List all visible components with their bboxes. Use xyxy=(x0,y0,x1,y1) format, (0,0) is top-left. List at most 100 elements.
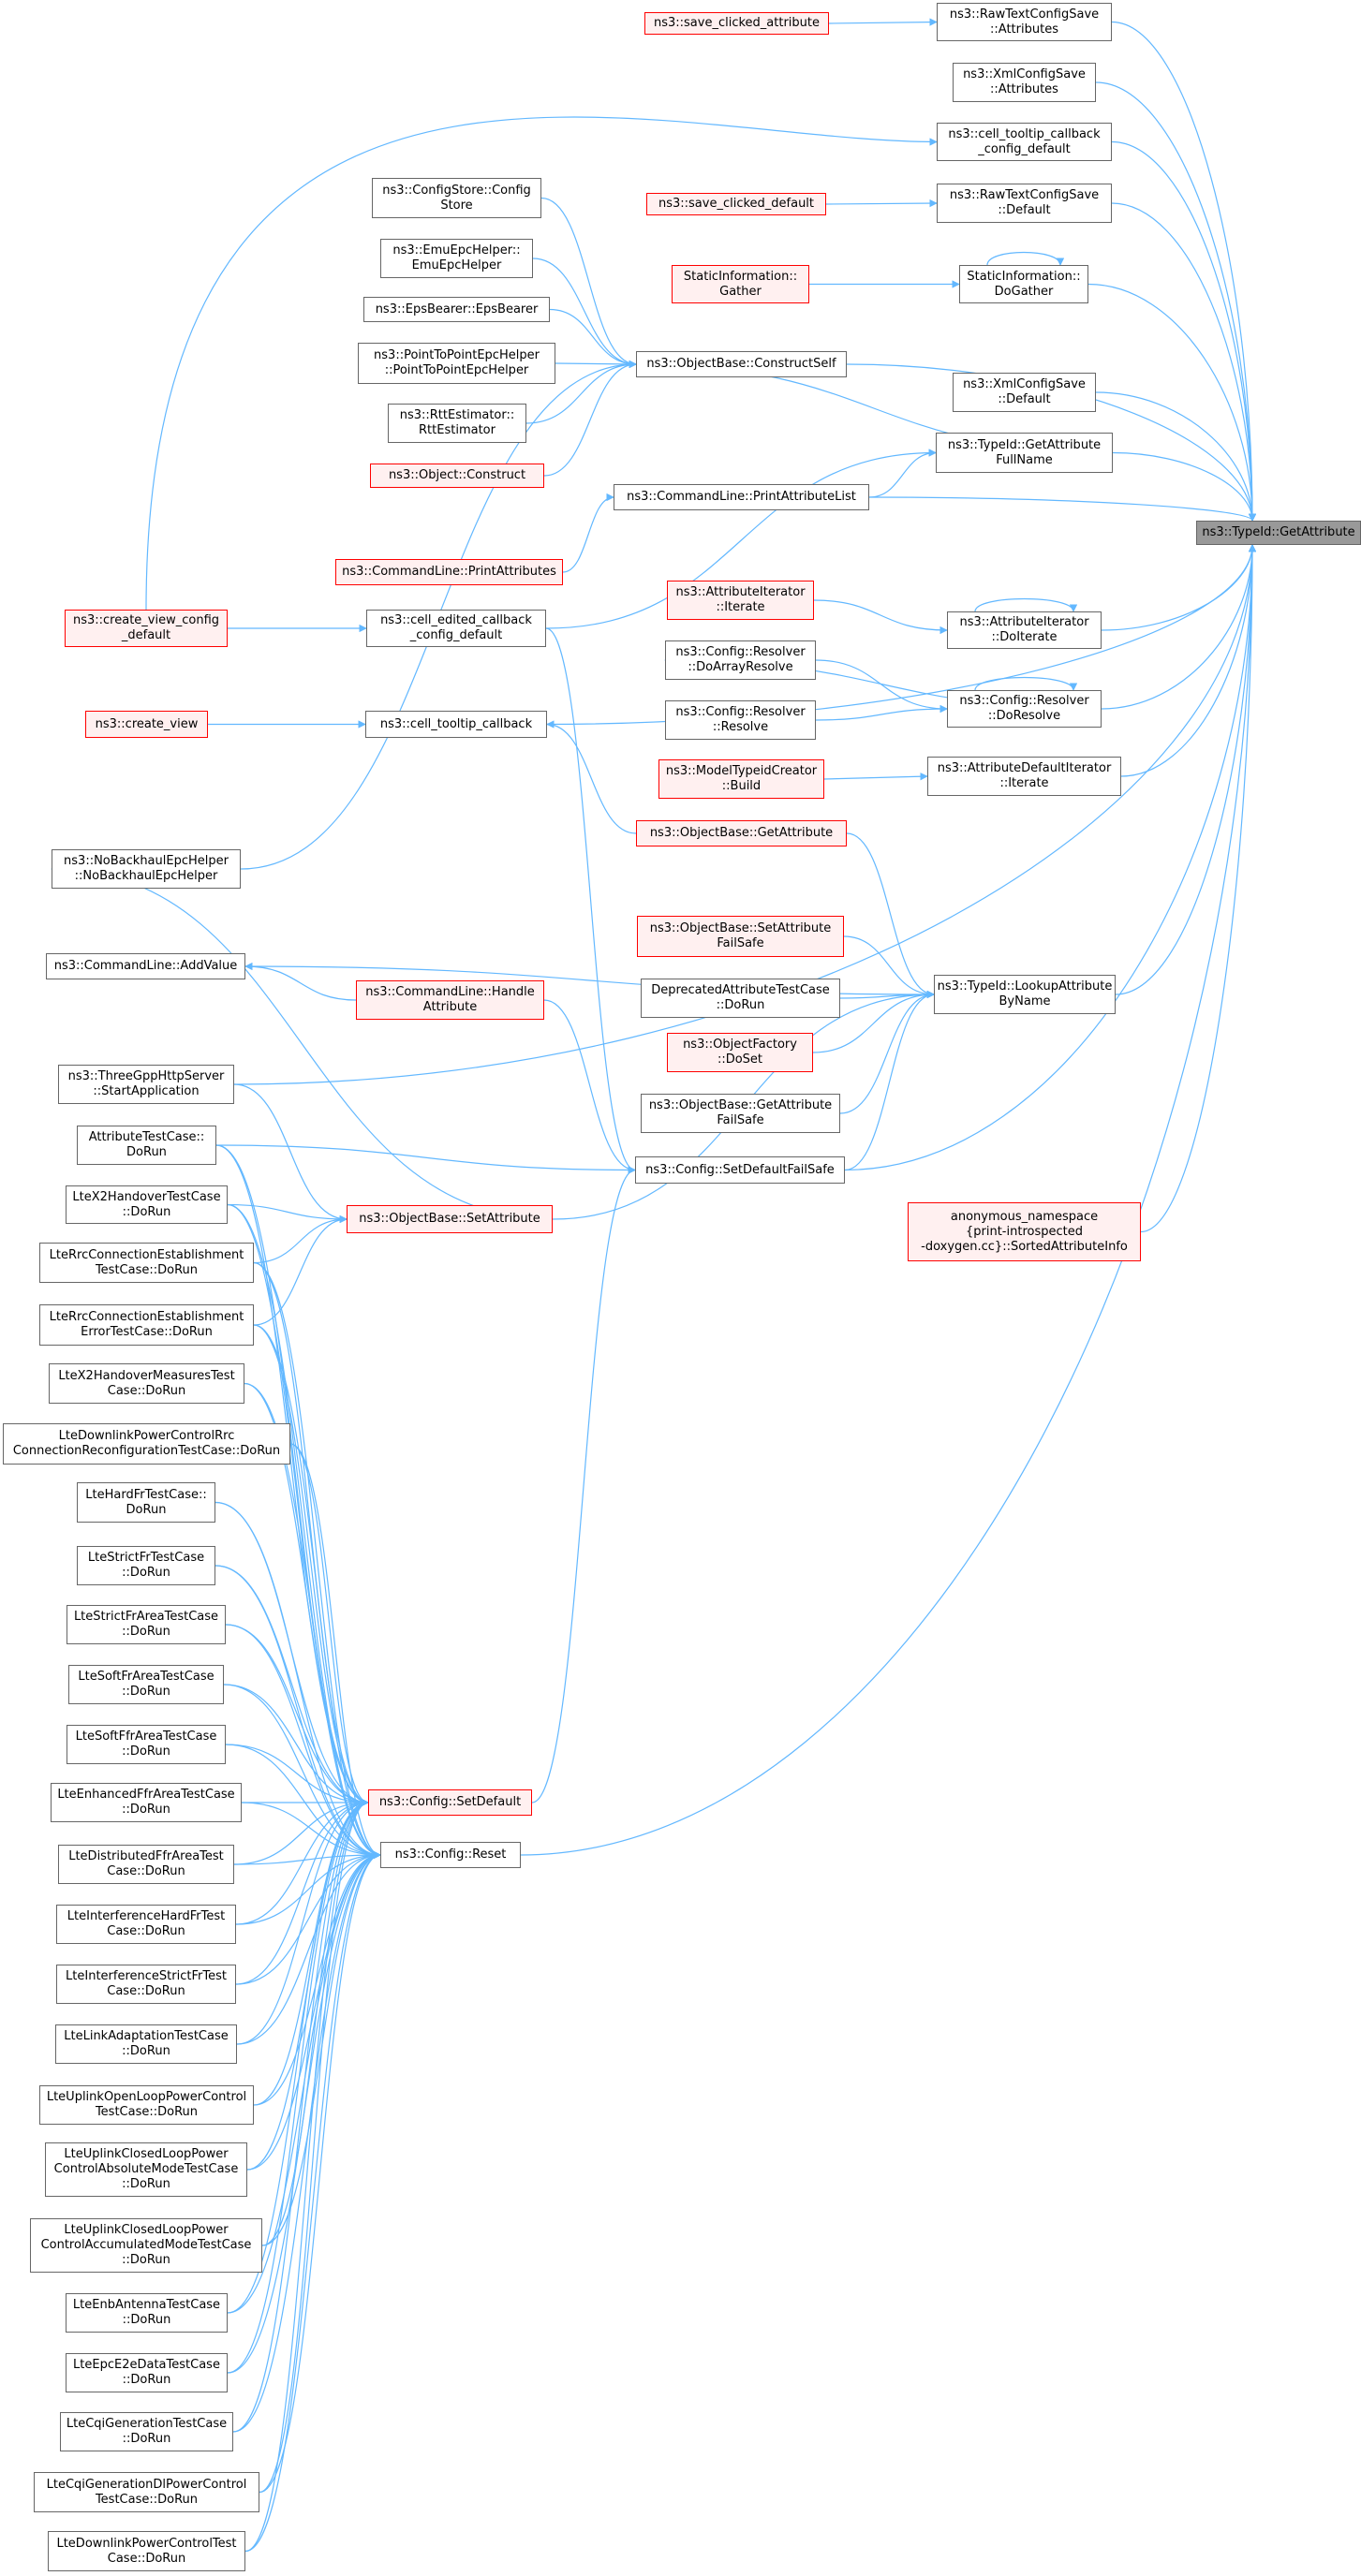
edge-obj_construct-to-construct_self xyxy=(543,360,637,477)
graph-node-attr-iter-iterate[interactable]: ns3::AttributeIterator ::Iterate xyxy=(667,581,814,620)
graph-node-static-gather[interactable]: StaticInformation:: Gather xyxy=(672,265,809,303)
edge-cfg_setdefault-to-set_default_failsafe xyxy=(531,1166,636,1803)
graph-node-print-attr-list[interactable]: ns3::CommandLine::PrintAttributeList xyxy=(614,484,869,510)
graph-node-cell-tooltip[interactable]: ns3::cell_tooltip_callback xyxy=(365,711,547,738)
graph-node-lte-link-adapt[interactable]: LteLinkAdaptationTestCase ::DoRun xyxy=(55,2024,237,2064)
graph-node-obj-factory[interactable]: ns3::ObjectFactory ::DoSet xyxy=(667,1033,813,1072)
graph-node-lte-softffr-area[interactable]: LteSoftFfrAreaTestCase ::DoRun xyxy=(67,1725,226,1764)
graph-node-lte-interf-strictfr[interactable]: LteInterferenceStrictFrTest Case::DoRun xyxy=(56,1965,236,2004)
graph-node-lte-ul-closed-acc[interactable]: LteUplinkClosedLoopPower ControlAccumula… xyxy=(30,2218,262,2273)
graph-node-config-store[interactable]: ns3::ConfigStore::Config Store xyxy=(372,178,541,218)
graph-node-ltex2-measures[interactable]: LteX2HandoverMeasuresTest Case::DoRun xyxy=(49,1363,244,1404)
graph-node-lte-enhancedffr[interactable]: LteEnhancedFfrAreaTestCase ::DoRun xyxy=(51,1783,242,1822)
edge-lookup_by_name-to-root xyxy=(1115,544,1257,995)
edge-lte_rrc_est_err-to-cfg_setdefault xyxy=(253,1324,369,1807)
graph-node-lookup-by-name[interactable]: ns3::TypeId::LookupAttribute ByName xyxy=(934,975,1116,1014)
graph-node-model-typeid[interactable]: ns3::ModelTypeidCreator ::Build xyxy=(658,759,824,799)
graph-node-create-view[interactable]: ns3::create_view xyxy=(85,711,208,738)
edge-cmd_handle_attr-to-set_default_failsafe xyxy=(543,999,636,1174)
graph-node-attr-default-iter[interactable]: ns3::AttributeDefaultIterator ::Iterate xyxy=(927,757,1121,796)
graph-node-ob-getattr-failsafe[interactable]: ns3::ObjectBase::GetAttribute FailSafe xyxy=(641,1094,840,1133)
edge-p2p_epc-to-construct_self xyxy=(555,360,637,369)
edge-lte_distributedffr-to-cfg_reset xyxy=(233,1850,381,1865)
edge-lte_enhancedffr-to-cfg_reset xyxy=(241,1802,381,1860)
graph-node-rtt[interactable]: ns3::RttEstimator:: RttEstimator xyxy=(388,404,526,443)
graph-node-xml-default[interactable]: ns3::XmlConfigSave ::Default xyxy=(953,373,1096,412)
graph-node-deprecated-test[interactable]: DeprecatedAttributeTestCase ::DoRun xyxy=(641,979,840,1018)
edge-lte_rrc_est-to-cfg_setdefault xyxy=(253,1261,369,1807)
edge-attr_default_iter-to-root xyxy=(1120,544,1257,777)
graph-node-print-attrs[interactable]: ns3::CommandLine::PrintAttributes xyxy=(335,559,563,585)
graph-node-ltex2-handover[interactable]: LteX2HandoverTestCase ::DoRun xyxy=(66,1185,228,1224)
graph-node-lte-cqi-gen[interactable]: LteCqiGenerationTestCase ::DoRun xyxy=(60,2412,233,2451)
edge-lte_interf_strictfr-to-cfg_reset xyxy=(235,1850,381,1985)
graph-node-set-default-failsafe[interactable]: ns3::Config::SetDefaultFailSafe xyxy=(635,1156,845,1184)
graph-node-lte-interf-hardfr[interactable]: LteInterferenceHardFrTest Case::DoRun xyxy=(56,1905,236,1944)
graph-node-lte-dl-power-rrc[interactable]: LteDownlinkPowerControlRrc ConnectionRec… xyxy=(3,1423,290,1465)
edge-lte_link_adapt-to-cfg_reset xyxy=(236,1850,381,2045)
graph-node-save-clicked-attr[interactable]: ns3::save_clicked_attribute xyxy=(644,12,829,35)
graph-node-lte-ul-closed-abs[interactable]: LteUplinkClosedLoopPower ControlAbsolute… xyxy=(45,2142,247,2197)
graph-node-xml-attrs[interactable]: ns3::XmlConfigSave ::Attributes xyxy=(953,63,1096,102)
graph-node-lte-rrc-est-err[interactable]: LteRrcConnectionEstablishment ErrorTestC… xyxy=(39,1304,254,1346)
graph-node-lte-epc-e2e[interactable]: LteEpcE2eDataTestCase ::DoRun xyxy=(66,2353,228,2392)
edge-cfg_doresolve-to-root xyxy=(1101,544,1257,710)
graph-node-ob-getattr[interactable]: ns3::ObjectBase::GetAttribute xyxy=(636,820,847,846)
edge-xml_attrs-to-root xyxy=(1095,81,1257,522)
graph-node-anon-sorted[interactable]: anonymous_namespace {print-introspected … xyxy=(908,1202,1141,1261)
edge-rtt-to-construct_self xyxy=(525,360,637,424)
graph-node-raw-default[interactable]: ns3::RawTextConfigSave ::Default xyxy=(937,184,1112,223)
graph-node-attr-testcase[interactable]: AttributeTestCase:: DoRun xyxy=(77,1126,216,1165)
graph-node-lte-ul-openloop[interactable]: LteUplinkOpenLoopPowerControl TestCase::… xyxy=(39,2085,254,2125)
edge-cmd_handle_attr-to-cmd_addvalue xyxy=(244,962,357,1001)
edge-anon_sorted-to-root xyxy=(1140,544,1257,1233)
edge-lte_hardfr-to-cfg_reset xyxy=(215,1501,381,1860)
graph-node-cfg-doarray[interactable]: ns3::Config::Resolver ::DoArrayResolve xyxy=(665,640,816,680)
graph-node-cfg-setdefault[interactable]: ns3::Config::SetDefault xyxy=(368,1789,532,1816)
graph-node-raw-attrs[interactable]: ns3::RawTextConfigSave ::Attributes xyxy=(937,3,1112,41)
graph-node-cmd-addvalue[interactable]: ns3::CommandLine::AddValue xyxy=(46,953,245,979)
edge-lte_ul_closed_acc-to-cfg_setdefault xyxy=(261,1798,369,2246)
edge-cfg_resolve-to-cfg_doresolve xyxy=(815,704,948,721)
edge-eps_bearer-to-construct_self xyxy=(549,308,637,369)
graph-node-cfg-doresolve[interactable]: ns3::Config::Resolver ::DoResolve xyxy=(947,690,1102,728)
graph-node-eps-bearer[interactable]: ns3::EpsBearer::EpsBearer xyxy=(363,297,550,322)
edge-lte_dl_power_rrc-to-cfg_reset xyxy=(289,1443,381,1860)
graph-node-lte-dl-power[interactable]: LteDownlinkPowerControlTest Case::DoRun xyxy=(48,2531,245,2571)
graph-node-lte-strictfr-area[interactable]: LteStrictFrAreaTestCase ::DoRun xyxy=(67,1605,226,1644)
graph-node-cfg-reset[interactable]: ns3::Config::Reset xyxy=(380,1842,521,1868)
graph-node-lte-distributedffr[interactable]: LteDistributedFfrAreaTest Case::DoRun xyxy=(58,1845,234,1884)
edge-lte_softffr_area-to-cfg_setdefault xyxy=(225,1744,369,1807)
graph-node-cell-edited[interactable]: ns3::cell_edited_callback _config_defaul… xyxy=(366,610,546,647)
graph-node-lte-rrc-est[interactable]: LteRrcConnectionEstablishment TestCase::… xyxy=(39,1243,254,1283)
graph-node-cfg-resolve[interactable]: ns3::Config::Resolver ::Resolve xyxy=(665,700,816,740)
graph-node-p2p-epc[interactable]: ns3::PointToPointEpcHelper ::PointToPoin… xyxy=(358,343,555,384)
edge-lte_dl_power_rrc-to-cfg_setdefault xyxy=(289,1443,369,1807)
graph-node-get-attr-fullname[interactable]: ns3::TypeId::GetAttribute FullName xyxy=(936,433,1113,473)
graph-node-save-clicked-def[interactable]: ns3::save_clicked_default xyxy=(646,193,826,215)
graph-node-cell-tooltip-cfg[interactable]: ns3::cell_tooltip_callback _config_defau… xyxy=(937,123,1112,161)
graph-node-emu-epc[interactable]: ns3::EmuEpcHelper:: EmuEpcHelper xyxy=(380,239,533,278)
graph-node-static-dogather[interactable]: StaticInformation:: DoGather xyxy=(959,265,1088,303)
edge-lte_rrc_est-to-ob_setattr xyxy=(253,1214,348,1264)
edge-lte_ul_openloop-to-cfg_setdefault xyxy=(253,1798,369,2106)
graph-node-lte-hardfr[interactable]: LteHardFrTestCase:: DoRun xyxy=(77,1482,215,1523)
edge-lte_epc_e2e-to-cfg_reset xyxy=(227,1850,381,2374)
graph-node-lte-enb-antenna[interactable]: LteEnbAntennaTestCase ::DoRun xyxy=(66,2293,228,2333)
edge-cell_edited-to-set_default_failsafe xyxy=(545,627,636,1174)
graph-node-lte-cqi-gen-dl[interactable]: LteCqiGenerationDlPowerControl TestCase:… xyxy=(34,2472,259,2512)
graph-node-ob-setattr-failsafe[interactable]: ns3::ObjectBase::SetAttribute FailSafe xyxy=(637,916,844,957)
graph-node-lte-softfr-area[interactable]: LteSoftFrAreaTestCase ::DoRun xyxy=(68,1665,224,1704)
graph-node-cmd-handle-attr[interactable]: ns3::CommandLine::Handle Attribute xyxy=(356,980,544,1020)
graph-node-construct-self[interactable]: ns3::ObjectBase::ConstructSelf xyxy=(636,351,847,377)
graph-node-ob-setattr[interactable]: ns3::ObjectBase::SetAttribute xyxy=(347,1205,553,1233)
graph-node-threegpp[interactable]: ns3::ThreeGppHttpServer ::StartApplicati… xyxy=(58,1065,234,1104)
graph-node-lte-strictfr[interactable]: LteStrictFrTestCase ::DoRun xyxy=(77,1546,215,1585)
edge-ltex2_measures-to-cfg_setdefault xyxy=(244,1382,369,1807)
graph-node-attr-iter-doiterate[interactable]: ns3::AttributeIterator ::DoIterate xyxy=(947,611,1102,649)
edge-cell_tooltip_cfg-to-root xyxy=(1111,140,1257,522)
graph-node-nobackhaul[interactable]: ns3::NoBackhaulEpcHelper ::NoBackhaulEpc… xyxy=(52,849,241,889)
graph-node-obj-construct[interactable]: ns3::Object::Construct xyxy=(370,464,544,488)
edge-ob_getattr-to-cell_tooltip xyxy=(546,720,637,834)
graph-node-create-view-cfg[interactable]: ns3::create_view_config _default xyxy=(65,610,228,647)
